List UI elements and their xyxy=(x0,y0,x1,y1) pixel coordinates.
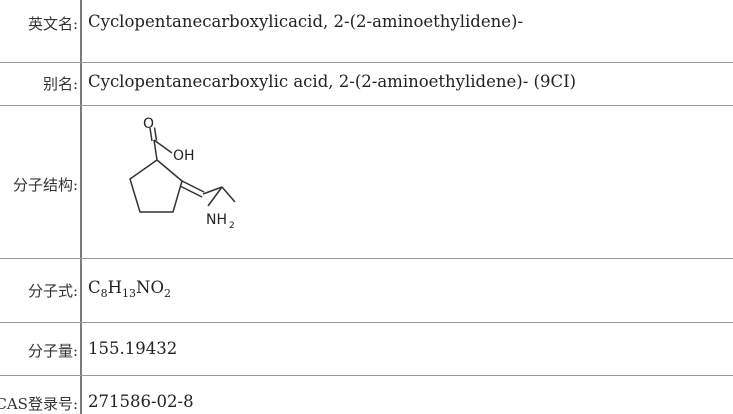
hydroxyl-atom-label: OH xyxy=(173,148,195,164)
formula-element-c: C xyxy=(88,278,101,297)
formula-subscript-o: 2 xyxy=(163,287,171,300)
alias-value: Cyclopentanecarboxylic acid, 2-(2-aminoe… xyxy=(88,72,577,91)
row-divider xyxy=(0,105,733,106)
row-divider xyxy=(0,375,733,376)
row-divider xyxy=(0,62,733,63)
oxygen-atom-label: O xyxy=(143,116,154,132)
row-divider xyxy=(0,258,733,259)
column-divider xyxy=(80,0,82,414)
formula-subscript-c: 8 xyxy=(100,287,108,300)
formula-element-no: NO xyxy=(136,278,164,297)
formula-value: C8H13NO2 xyxy=(88,278,171,300)
weight-value: 155.19432 xyxy=(88,339,178,358)
english-name-label: 英文名: xyxy=(27,15,78,33)
formula-subscript-h: 13 xyxy=(122,287,137,300)
cas-value: 271586-02-8 xyxy=(88,392,194,411)
alias-label: 别名: xyxy=(42,75,78,93)
formula-element-h: H xyxy=(107,278,123,297)
row-divider xyxy=(0,322,733,323)
english-name-value: Cyclopentanecarboxylicacid, 2-(2-aminoet… xyxy=(88,12,524,31)
amine-subscript: 2 xyxy=(229,221,235,231)
cas-label: CAS登录号: xyxy=(0,395,78,413)
weight-label: 分子量: xyxy=(27,342,78,360)
structure-label: 分子结构: xyxy=(12,176,78,194)
amine-atom-label: NH xyxy=(206,212,227,228)
molecule-structure-image: O OH NH 2 xyxy=(129,116,236,231)
formula-label: 分子式: xyxy=(27,282,78,300)
